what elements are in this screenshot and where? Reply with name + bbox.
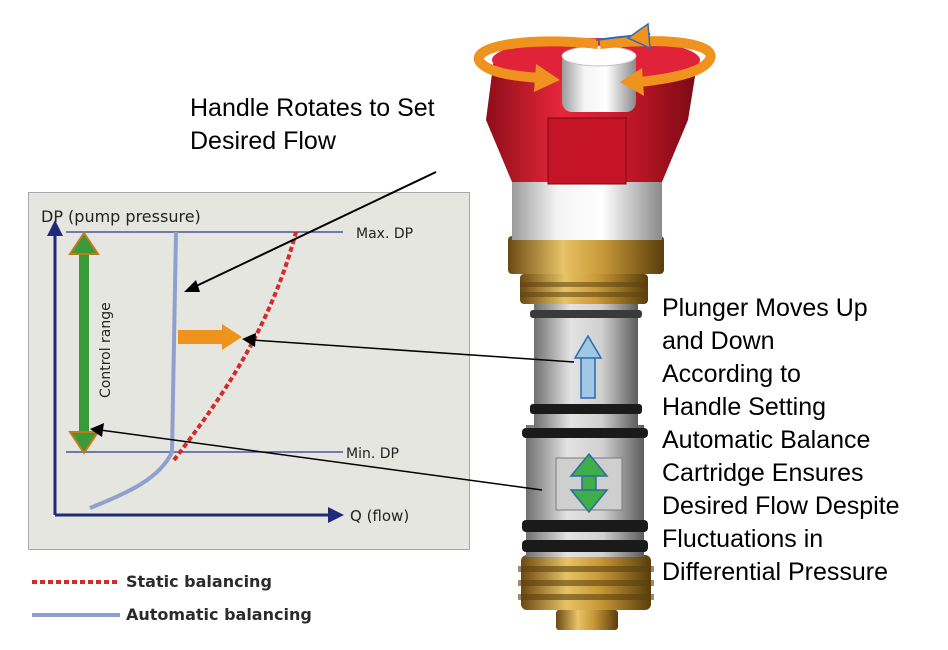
callout-plunger-line: Handle Setting <box>662 393 827 421</box>
x-axis-arrowhead <box>328 507 344 523</box>
callout-cartridge-line: Differential Pressure <box>662 558 889 586</box>
y-axis-arrowhead <box>47 220 63 236</box>
callout-plunger-line: Plunger Moves Up <box>662 294 868 322</box>
callout-leader-plunger <box>242 333 575 363</box>
callout-handle-line: Desired Flow <box>190 127 336 155</box>
rotation-arrows-icon <box>473 22 716 96</box>
x-axis-label: Q (flow) <box>350 507 409 525</box>
callout-cartridge-line: Automatic Balance <box>662 426 871 454</box>
static-balancing-curve <box>172 231 298 462</box>
callout-handle-line: Handle Rotates to Set <box>190 94 435 122</box>
valve-bottom-fitting <box>518 555 654 630</box>
min-dp-label: Min. DP <box>346 446 399 462</box>
up-arrow-icon <box>573 334 603 399</box>
valve-white-ring <box>512 178 662 240</box>
max-dp-label: Max. DP <box>356 226 413 242</box>
dp-flow-chart <box>28 192 470 550</box>
orange-flow-arrow <box>178 324 242 350</box>
callout-cartridge-line: Desired Flow Despite <box>662 492 900 520</box>
automatic-balancing-curve <box>89 231 178 510</box>
callout-cartridge-line: Fluctuations in <box>662 525 824 553</box>
callout-plunger: Plunger Moves Up and Down According to H… <box>662 292 868 424</box>
legend-static-label: Static balancing <box>126 572 272 591</box>
control-range-arrow <box>68 231 100 455</box>
legend-automatic-label: Automatic balancing <box>126 605 312 624</box>
valve-white-cap <box>561 45 637 112</box>
valve-brass-collar <box>508 236 664 304</box>
callout-cartridge: Automatic Balance Cartridge Ensures Desi… <box>662 424 900 589</box>
callout-plunger-line: According to <box>662 360 801 388</box>
callout-plunger-line: and Down <box>662 327 775 355</box>
callout-handle: Handle Rotates to Set Desired Flow <box>190 92 435 158</box>
callout-leader-handle <box>184 171 437 292</box>
y-axis-label: DP (pump pressure) <box>41 207 201 226</box>
double-arrow-icon <box>569 452 609 514</box>
callout-leader-cartridge <box>90 423 543 491</box>
control-range-label: Control range <box>98 302 114 398</box>
callout-cartridge-line: Cartridge Ensures <box>662 459 864 487</box>
